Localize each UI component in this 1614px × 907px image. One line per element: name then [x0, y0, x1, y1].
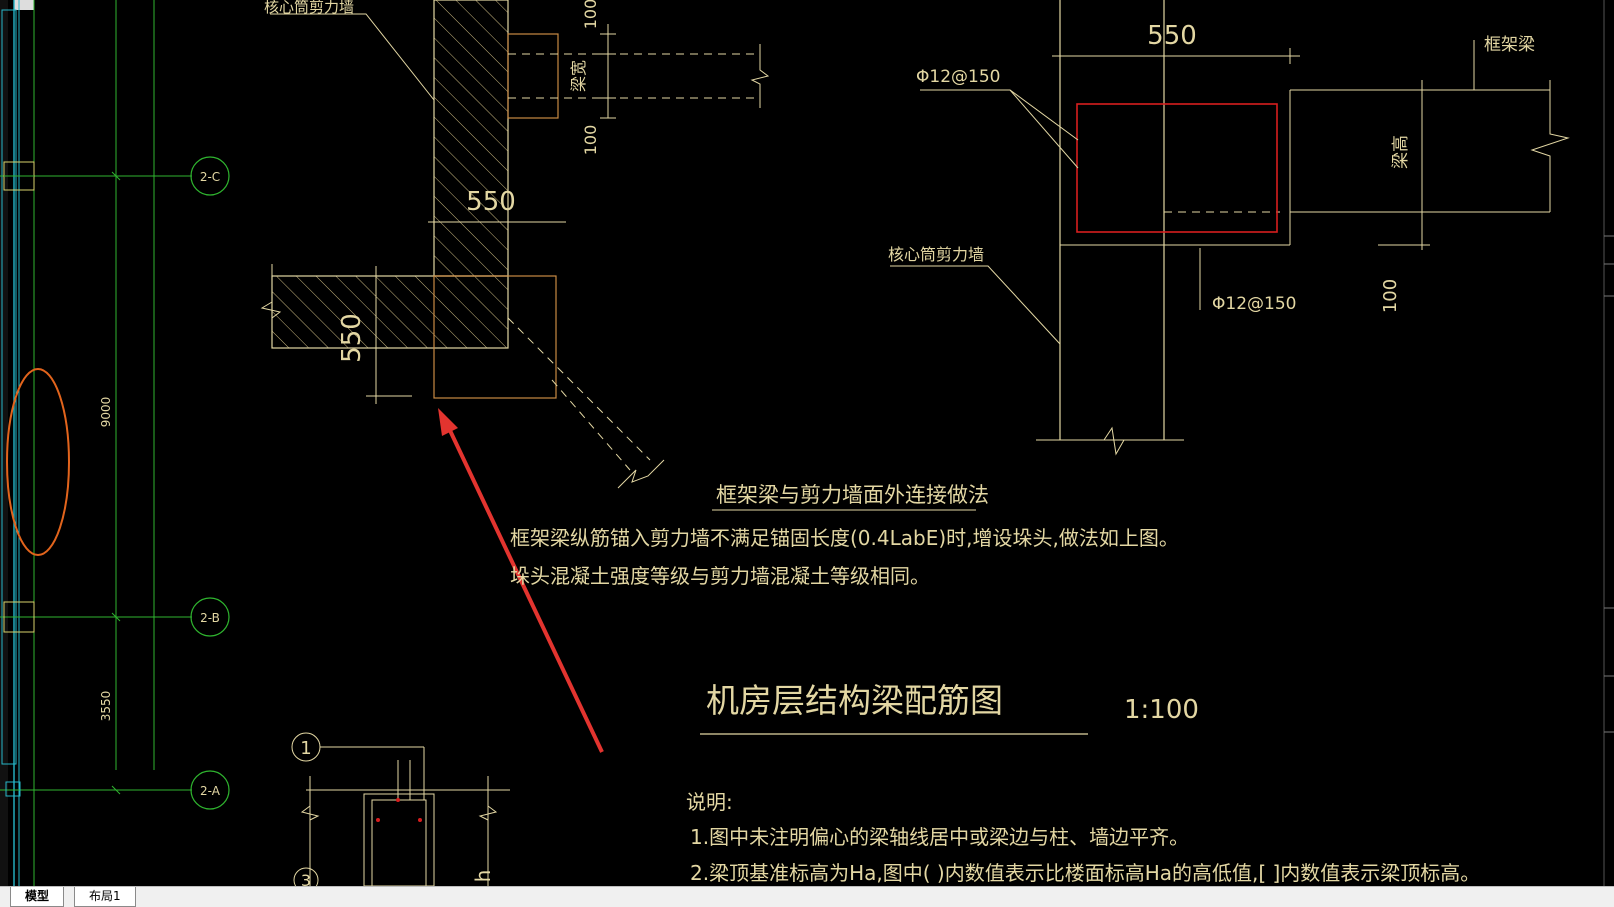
left-grid-area — [0, 0, 192, 886]
explanation-item-1: 1.图中未注明偏心的梁轴线居中或梁边与柱、墙边平齐。 — [690, 825, 1189, 849]
note-title: 框架梁与剪力墙面外连接做法 — [716, 483, 989, 507]
right-wall-label: 核心筒剪力墙 — [888, 245, 984, 264]
right-beam-height: 梁高 — [1391, 135, 1411, 169]
cad-model-viewport[interactable]: 2-C 2-B 2-A 9000 3550 — [0, 0, 1614, 886]
axis-label-2c: 2-C — [200, 170, 220, 184]
explanation-item-2: 2.梁顶基准标高为Ha,图中( )内数值表示比楼面标高Ha的高低值,[ ]内数值… — [690, 861, 1480, 885]
bottom-marker-3: 3 — [301, 871, 311, 886]
tab-model[interactable]: 模型 — [10, 887, 65, 907]
axis-bubble-2b: 2-B — [190, 597, 230, 637]
axis-bubble-2c: 2-C — [190, 156, 230, 196]
right-beam-label: 框架梁 — [1484, 35, 1535, 55]
note-line-1: 框架梁纵筋锚入剪力墙不满足锚固长度(0.4LabE)时,增设垛头,做法如上图。 — [510, 526, 1179, 550]
axis-label-2a: 2-A — [200, 784, 221, 798]
tab-layout1[interactable]: 布局1 — [74, 887, 136, 907]
right-dim-100: 100 — [1380, 279, 1401, 313]
right-rebar-top: Φ12@150 — [916, 67, 1000, 87]
drawing-scale: 1:100 — [1124, 695, 1199, 725]
detail-right: 550 框架梁 Φ12@150 Φ12@150 核心筒剪力墙 梁高 100 — [888, 0, 1570, 456]
layout-tab-bar: 模型 布局1 — [0, 886, 1614, 907]
left-dim-550-v: 550 — [337, 313, 367, 363]
detail-left: 核心筒剪力墙 100 梁宽 100 550 550 — [260, 0, 770, 489]
bottom-marker-1: 1 — [300, 738, 311, 759]
connection-note: 框架梁与剪力墙面外连接做法 框架梁纵筋锚入剪力墙不满足锚固长度(0.4LabE)… — [510, 483, 1179, 588]
left-wall-label: 核心筒剪力墙 — [264, 0, 354, 16]
left-dim-top: 100 — [581, 0, 600, 29]
left-dim-beam-width: 梁宽 — [569, 60, 588, 92]
highlight-ellipse — [6, 368, 70, 556]
drawing-title: 机房层结构梁配筋图 — [706, 681, 1003, 720]
right-edge-marks — [1603, 0, 1614, 886]
dimension-9000: 9000 — [99, 397, 113, 428]
dimension-3550: 3550 — [99, 691, 113, 722]
right-rebar-bottom: Φ12@150 — [1212, 294, 1296, 314]
axis-label-2b: 2-B — [200, 611, 220, 625]
left-dim-550-h: 550 — [466, 187, 516, 217]
explanation-block: 说明: 1.图中未注明偏心的梁轴线居中或梁边与柱、墙边平齐。 2.梁顶基准标高为… — [686, 790, 1480, 885]
axis-bubble-2a: 2-A — [190, 770, 230, 810]
left-dim-bottom: 100 — [581, 125, 600, 156]
bottom-h-label: h — [471, 870, 495, 883]
right-dim-550: 550 — [1147, 21, 1197, 51]
red-arrow-annotation — [438, 408, 604, 753]
drawing-title-block: 机房层结构梁配筋图 1:100 — [700, 681, 1199, 735]
cad-drawing-canvas[interactable]: 2-C 2-B 2-A 9000 3550 — [0, 0, 1614, 886]
note-line-2: 垛头混凝土强度等级与剪力墙混凝土等级相同。 — [510, 564, 930, 588]
bottom-detail: 1 3 h — [291, 732, 510, 886]
explanation-heading: 说明: — [686, 790, 733, 814]
